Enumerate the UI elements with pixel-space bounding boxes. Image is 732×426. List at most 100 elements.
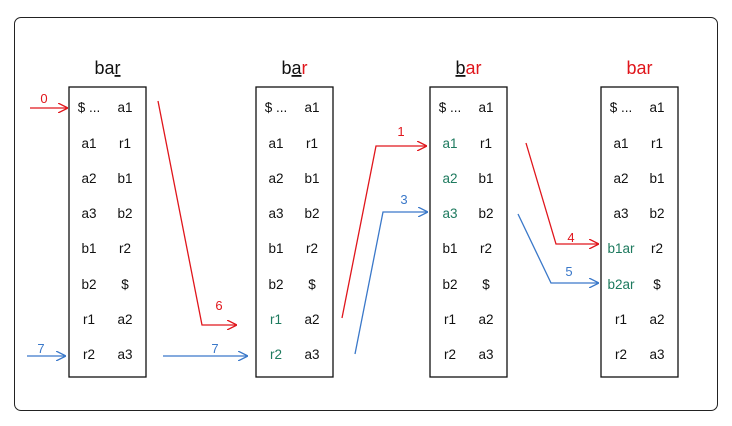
row-7-suffix: r1 [270, 312, 282, 327]
row-1-suffix: $ ... [439, 100, 462, 115]
row-6-suffix: b2 [81, 277, 96, 292]
row-2-prev: r1 [480, 136, 492, 151]
arrow-2: 7 [27, 341, 65, 356]
row-5-prev: r2 [306, 241, 318, 256]
row-4-suffix: a3 [81, 206, 96, 221]
row-4-prev: b2 [117, 206, 132, 221]
arrow-label: 0 [40, 91, 47, 106]
row-3-suffix: a2 [268, 171, 283, 186]
arrow-4: 7 [163, 341, 247, 356]
stage-box [68, 86, 147, 378]
row-5-suffix: b1ar [607, 241, 635, 256]
row-7-suffix: r1 [444, 312, 456, 327]
stage-box [429, 86, 508, 378]
row-2-prev: r1 [306, 136, 318, 151]
arrow-line [525, 142, 598, 244]
arrow-3: 6 [157, 100, 236, 325]
row-5-suffix: b1 [268, 241, 283, 256]
row-6-prev: $ [482, 277, 490, 292]
row-7-prev: a2 [117, 312, 132, 327]
row-3-prev: b1 [304, 171, 319, 186]
title-segment: r [302, 58, 308, 78]
row-3-prev: b1 [649, 171, 664, 186]
stage-title: bar [626, 58, 652, 78]
row-8-prev: a3 [117, 347, 132, 362]
row-6-prev: $ [653, 277, 661, 292]
row-2-suffix: a1 [81, 136, 96, 151]
arrow-label: 3 [400, 192, 407, 207]
row-2-prev: r1 [119, 136, 131, 151]
row-7-suffix: r1 [615, 312, 627, 327]
row-8-prev: a3 [304, 347, 319, 362]
row-6-suffix: b2 [268, 277, 283, 292]
row-5-prev: r2 [651, 241, 663, 256]
arrow-line [157, 100, 236, 325]
row-6-prev: $ [121, 277, 129, 292]
row-3-prev: b1 [478, 171, 493, 186]
row-4-suffix: a3 [268, 206, 283, 221]
row-5-prev: r2 [480, 241, 492, 256]
stage-title: bar [281, 58, 307, 78]
arrow-label: 1 [397, 124, 404, 139]
title-segment: ar [466, 58, 482, 78]
row-1-prev: a1 [649, 100, 664, 115]
arrow-5: 1 [341, 124, 426, 319]
arrow-label: 6 [215, 298, 222, 313]
title-segment: b [281, 58, 291, 78]
arrow-line [341, 146, 426, 319]
arrow-label: 7 [211, 341, 218, 356]
row-7-prev: a2 [304, 312, 319, 327]
row-5-suffix: b1 [442, 241, 457, 256]
row-8-prev: a3 [478, 347, 493, 362]
row-6-suffix: b2ar [607, 277, 635, 292]
row-1-suffix: $ ... [610, 100, 633, 115]
row-8-suffix: r2 [83, 347, 95, 362]
diagram-frame [14, 17, 718, 411]
stage-box [600, 86, 679, 378]
row-3-suffix: a2 [81, 171, 96, 186]
row-2-suffix: a1 [613, 136, 628, 151]
row-8-suffix: r2 [615, 347, 627, 362]
row-8-suffix: r2 [444, 347, 456, 362]
arrow-line [517, 213, 598, 283]
row-3-suffix: a2 [442, 171, 457, 186]
stage-title: bar [455, 58, 481, 78]
row-8-prev: a3 [649, 347, 664, 362]
row-1-prev: a1 [304, 100, 319, 115]
title-segment: a [292, 58, 303, 78]
row-7-prev: a2 [649, 312, 664, 327]
row-7-suffix: r1 [83, 312, 95, 327]
row-5-suffix: b1 [81, 241, 96, 256]
row-4-suffix: a3 [442, 206, 457, 221]
arrow-label: 5 [565, 264, 572, 279]
row-4-prev: b2 [649, 206, 664, 221]
stage-box [255, 86, 334, 378]
title-segment: ba [94, 58, 115, 78]
row-6-suffix: b2 [442, 277, 457, 292]
title-segment: bar [626, 58, 652, 78]
row-4-suffix: a3 [613, 206, 628, 221]
row-2-suffix: a1 [442, 136, 457, 151]
title-segment: r [115, 58, 121, 78]
arrow-1: 0 [30, 91, 67, 108]
row-7-prev: a2 [478, 312, 493, 327]
row-1-prev: a1 [478, 100, 493, 115]
arrow-8: 5 [517, 213, 598, 283]
row-2-suffix: a1 [268, 136, 283, 151]
row-6-prev: $ [308, 277, 316, 292]
arrow-7: 4 [525, 142, 598, 245]
stage-title: bar [94, 58, 120, 78]
row-4-prev: b2 [304, 206, 319, 221]
row-8-suffix: r2 [270, 347, 282, 362]
row-2-prev: r1 [651, 136, 663, 151]
row-4-prev: b2 [478, 206, 493, 221]
arrow-6: 3 [354, 192, 427, 355]
row-3-prev: b1 [117, 171, 132, 186]
stage-3: bar $ ... a1 a1 r1 a2 b1 a3 b2 b1 r2 b2 $ r1 a2 r2 a3 [429, 58, 508, 378]
arrow-label: 7 [37, 341, 44, 356]
row-1-suffix: $ ... [78, 100, 101, 115]
